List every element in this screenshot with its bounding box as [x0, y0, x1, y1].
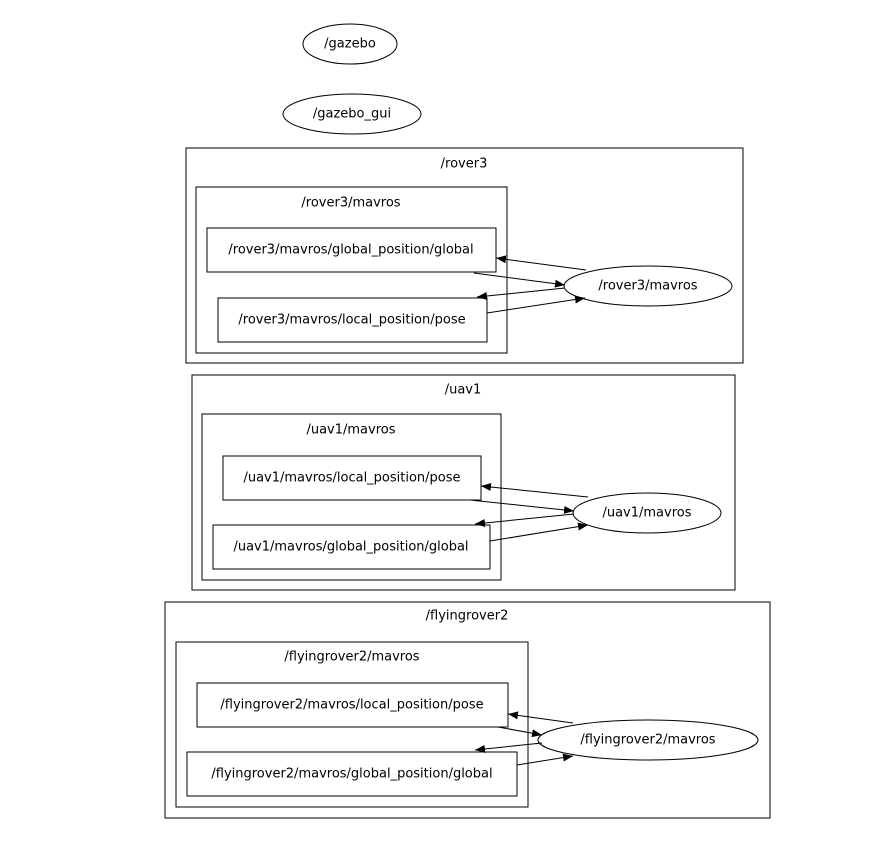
edge: [476, 287, 566, 300]
node-label: /rover3/mavros: [598, 279, 697, 294]
cluster-rover3: /rover3 /rover3/mavros /rover3/mavros/gl…: [185, 147, 744, 364]
edge: [474, 513, 575, 527]
cluster-label: /uav1: [445, 383, 482, 398]
topic-flyingrover2-global[interactable]: /flyingrover2/mavros/global_position/glo…: [186, 751, 518, 797]
subcluster-label: /uav1/mavros: [306, 423, 395, 438]
topic-label: /flyingrover2/mavros/local_position/pose: [220, 698, 483, 713]
topic-label: /uav1/mavros/local_position/pose: [243, 471, 460, 486]
node-rover3-mavros[interactable]: /rover3/mavros: [563, 265, 733, 307]
topic-uav1-global[interactable]: /uav1/mavros/global_position/global: [212, 524, 491, 570]
cluster-label: /flyingrover2: [426, 609, 509, 624]
node-uav1-mavros[interactable]: /uav1/mavros: [572, 492, 722, 534]
edge: [507, 711, 574, 724]
edge: [473, 272, 566, 288]
cluster-label: /rover3: [441, 157, 488, 172]
topic-rover3-local[interactable]: /rover3/mavros/local_position/pose: [217, 297, 488, 343]
node-label: /uav1/mavros: [602, 506, 691, 521]
topic-rover3-global[interactable]: /rover3/mavros/global_position/global: [206, 227, 497, 273]
node-gazebo[interactable]: /gazebo: [302, 23, 398, 65]
node-label: /flyingrover2/mavros: [580, 733, 715, 748]
edge: [497, 726, 543, 738]
cluster-uav1: /uav1 /uav1/mavros /uav1/mavros/local_po…: [191, 374, 736, 591]
edge: [495, 255, 587, 271]
cluster-flyingrover2: /flyingrover2 /flyingrover2/mavros /flyi…: [164, 601, 771, 819]
edge: [469, 499, 575, 514]
edge: [474, 742, 543, 753]
node-label: /gazebo: [324, 37, 376, 52]
edge: [480, 483, 589, 498]
node-label: /gazebo_gui: [313, 107, 391, 122]
subcluster-label: /flyingrover2/mavros: [284, 650, 419, 665]
topic-flyingrover2-local[interactable]: /flyingrover2/mavros/local_position/pose: [196, 682, 509, 728]
edge: [489, 522, 589, 542]
topic-label: /rover3/mavros/local_position/pose: [238, 313, 465, 328]
edge: [486, 295, 586, 314]
topic-label: /rover3/mavros/global_position/global: [228, 243, 473, 258]
topic-label: /uav1/mavros/global_position/global: [233, 540, 468, 555]
edge: [516, 753, 574, 766]
topic-label: /flyingrover2/mavros/global_position/glo…: [211, 767, 492, 782]
node-flyingrover2-mavros[interactable]: /flyingrover2/mavros: [537, 719, 759, 761]
node-gazebo-gui[interactable]: /gazebo_gui: [282, 93, 422, 135]
subcluster-label: /rover3/mavros: [301, 196, 400, 211]
topic-uav1-local[interactable]: /uav1/mavros/local_position/pose: [222, 455, 482, 501]
